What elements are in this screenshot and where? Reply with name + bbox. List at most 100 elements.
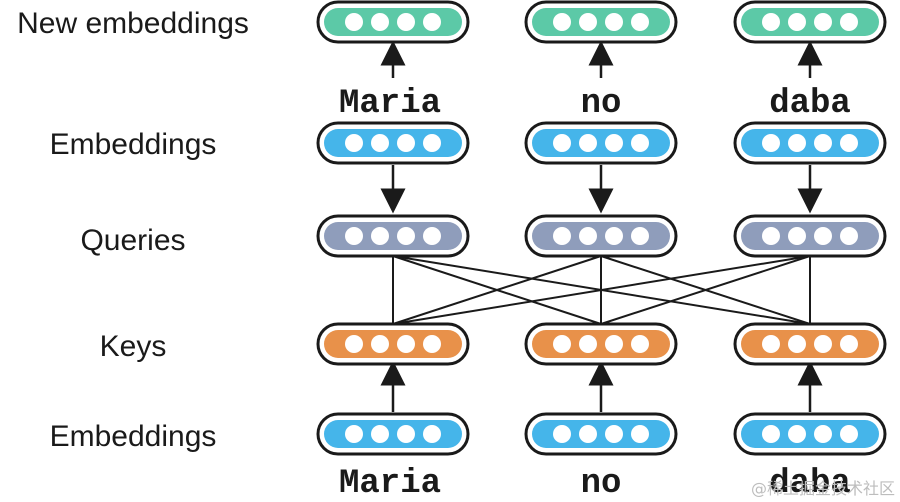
- vector-fill: [741, 420, 879, 448]
- vector-dot: [423, 227, 441, 245]
- vector-dot: [762, 335, 780, 353]
- vector-fill: [324, 420, 462, 448]
- vector-dot: [579, 425, 597, 443]
- vector-fill: [741, 8, 879, 36]
- query-vector: [316, 214, 470, 258]
- new-embedding-vector: [733, 0, 887, 44]
- vector-dot: [579, 335, 597, 353]
- vector-dot: [371, 425, 389, 443]
- vector-dot: [814, 13, 832, 31]
- arrows-embeddings-to-queries: [380, 165, 823, 214]
- vector-dot: [762, 134, 780, 152]
- label-queries: Queries: [80, 224, 185, 257]
- vector-dot: [631, 134, 649, 152]
- query-key-connections: [392, 255, 811, 325]
- vector-dot: [788, 335, 806, 353]
- vector-dot: [397, 335, 415, 353]
- vector-dot: [579, 227, 597, 245]
- vector-dot: [788, 425, 806, 443]
- vector-dot: [579, 13, 597, 31]
- embedding-vector: [316, 121, 470, 165]
- vector-dot: [553, 335, 571, 353]
- word-top-daba: daba: [769, 85, 851, 123]
- vector-dot: [397, 13, 415, 31]
- vector-dot: [814, 425, 832, 443]
- vector-dot: [371, 335, 389, 353]
- word-bottom-maria: Maria: [339, 465, 441, 502]
- label-new-embeddings: New embeddings: [17, 7, 249, 40]
- label-embeddings-bottom: Embeddings: [50, 420, 217, 453]
- vector-dot: [345, 13, 363, 31]
- query-vectors: [316, 214, 887, 258]
- embedding-vectors-bottom: [316, 412, 887, 456]
- vector-fill: [532, 129, 670, 157]
- connection-line: [392, 255, 602, 325]
- word-bottom-daba: daba: [769, 465, 851, 502]
- vector-dot: [579, 134, 597, 152]
- vector-dot: [840, 227, 858, 245]
- key-vectors: [316, 322, 887, 366]
- vector-dot: [345, 134, 363, 152]
- vector-dot: [553, 13, 571, 31]
- vector-dot: [762, 13, 780, 31]
- vector-dot: [840, 13, 858, 31]
- vector-dot: [631, 335, 649, 353]
- query-vector: [524, 214, 678, 258]
- label-keys: Keys: [100, 330, 167, 363]
- vector-dot: [631, 227, 649, 245]
- vector-dot: [814, 335, 832, 353]
- vector-fill: [741, 129, 879, 157]
- vector-dot: [371, 134, 389, 152]
- vector-dot: [371, 227, 389, 245]
- embedding-vector: [316, 412, 470, 456]
- vector-fill: [741, 222, 879, 250]
- vector-dot: [345, 335, 363, 353]
- word-bottom-no: no: [581, 465, 622, 502]
- vector-dot: [423, 425, 441, 443]
- new-embedding-vector: [316, 0, 470, 44]
- vector-dot: [605, 134, 623, 152]
- label-embeddings-top: Embeddings: [50, 128, 217, 161]
- key-vector: [524, 322, 678, 366]
- vector-dot: [553, 227, 571, 245]
- vector-dot: [814, 134, 832, 152]
- vector-dot: [397, 134, 415, 152]
- vector-dot: [814, 227, 832, 245]
- vector-dot: [631, 13, 649, 31]
- connection-line: [600, 255, 811, 325]
- embedding-vectors-top: [316, 121, 887, 165]
- vector-dot: [553, 134, 571, 152]
- vector-dot: [840, 134, 858, 152]
- vector-fill: [324, 330, 462, 358]
- vector-dot: [345, 425, 363, 443]
- vector-dot: [788, 227, 806, 245]
- arrows-to-new-embeddings: [380, 40, 823, 78]
- vector-dot: [762, 425, 780, 443]
- vector-dot: [397, 227, 415, 245]
- vector-dot: [788, 134, 806, 152]
- new-embedding-vectors: [316, 0, 887, 44]
- watermark: @稀土掘金技术社区: [751, 479, 895, 498]
- vector-dot: [762, 227, 780, 245]
- vector-dot: [423, 13, 441, 31]
- vector-fill: [532, 420, 670, 448]
- query-vector: [733, 214, 887, 258]
- vector-fill: [741, 330, 879, 358]
- new-embedding-vector: [524, 0, 678, 44]
- embedding-vector: [524, 121, 678, 165]
- vector-dot: [345, 227, 363, 245]
- vector-dot: [397, 425, 415, 443]
- embedding-vector: [733, 121, 887, 165]
- vector-dot: [371, 13, 389, 31]
- vector-fill: [324, 222, 462, 250]
- connection-line: [392, 255, 811, 325]
- key-vector: [733, 322, 887, 366]
- arrows-embeddings-to-keys: [380, 360, 823, 412]
- vector-dot: [631, 425, 649, 443]
- word-top-no: no: [581, 85, 622, 123]
- vector-dot: [423, 335, 441, 353]
- vector-dot: [840, 425, 858, 443]
- vector-fill: [532, 330, 670, 358]
- vector-dot: [788, 13, 806, 31]
